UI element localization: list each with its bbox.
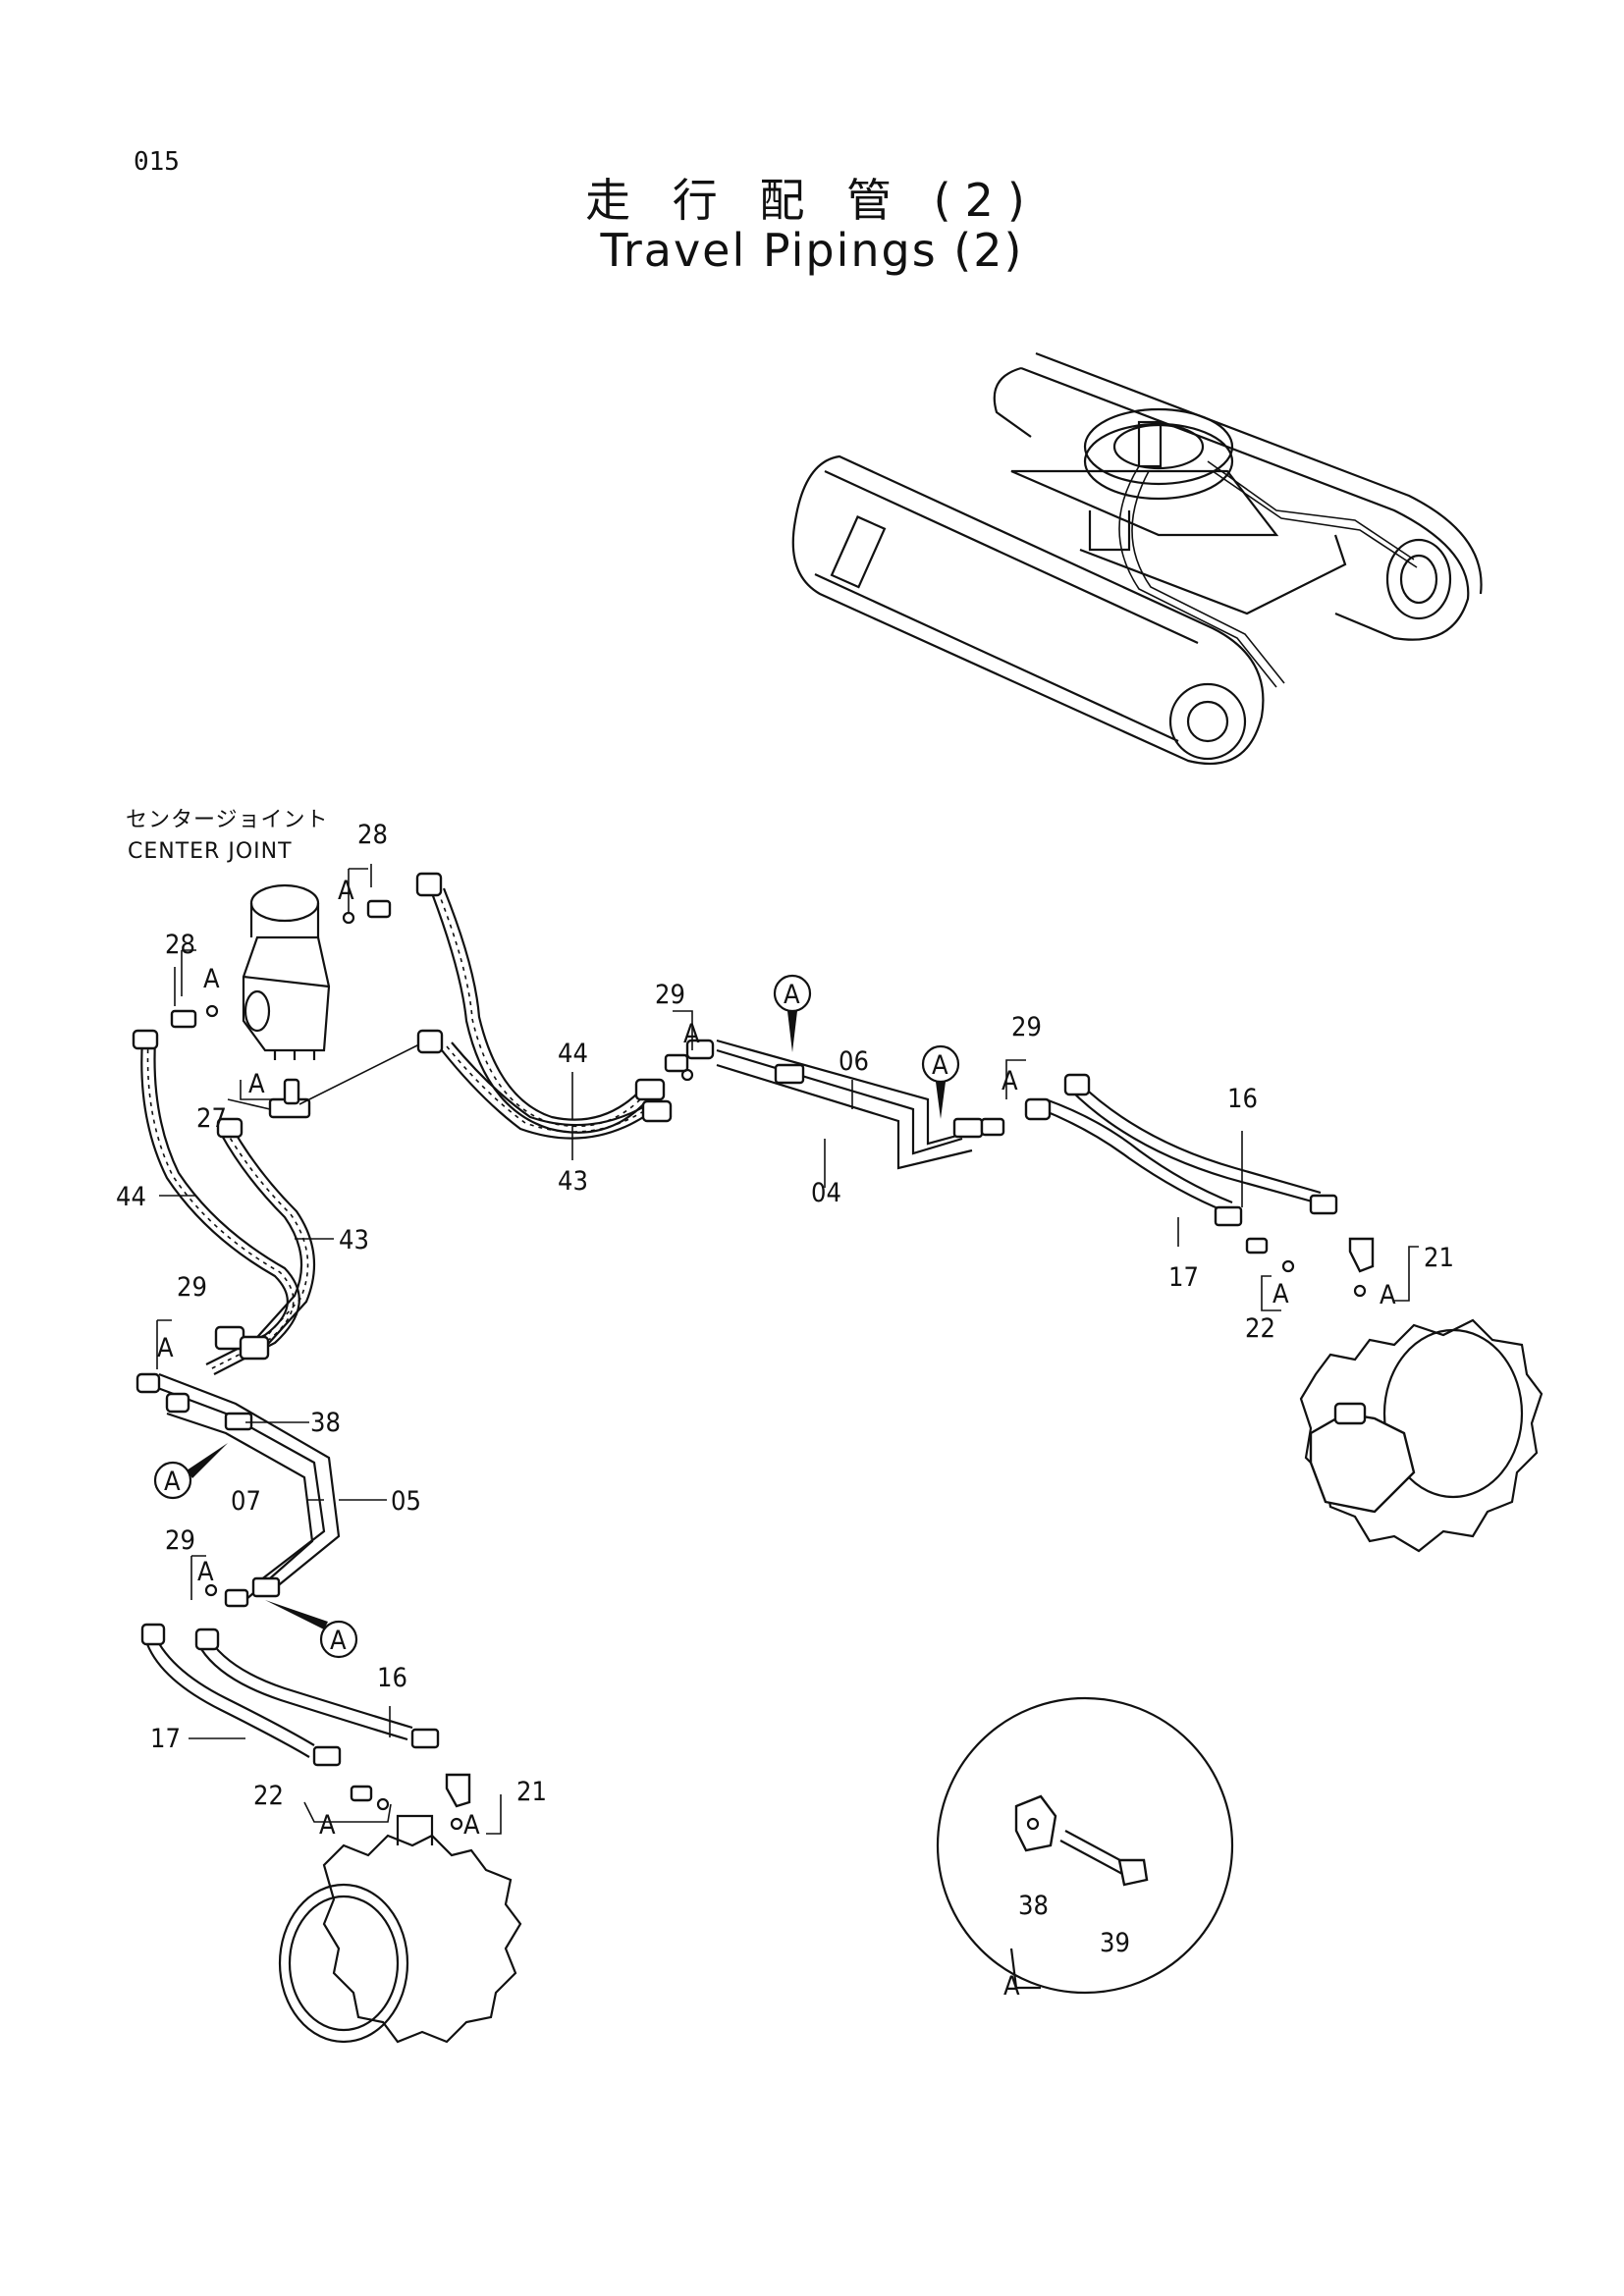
detail-markers: A A A A <box>153 974 960 1659</box>
label-16-right: 16 <box>1227 1084 1258 1114</box>
label-44-left: 44 <box>116 1182 146 1212</box>
label-21-left: 21 <box>516 1777 547 1807</box>
title-japanese: 走 行 配 管 (2) <box>585 174 1039 227</box>
label-07: 07 <box>231 1486 261 1517</box>
bracket-a-28-top: A <box>338 876 354 906</box>
label-44-mid: 44 <box>558 1039 588 1069</box>
marker-a-4: A <box>330 1626 347 1656</box>
detail-label-38: 38 <box>1018 1891 1049 1921</box>
bracket-a-22-right: A <box>1272 1279 1289 1309</box>
machine-overview <box>791 351 1483 766</box>
label-43-left: 43 <box>339 1225 369 1255</box>
label-21-right: 21 <box>1424 1243 1454 1273</box>
label-43-mid: 43 <box>558 1166 588 1197</box>
bracket-a-27: A <box>248 1069 265 1099</box>
detail-label-a: A <box>1003 1971 1020 2002</box>
marker-a-1: A <box>784 980 800 1010</box>
bracket-a-28-left: A <box>203 964 220 994</box>
label-17-right: 17 <box>1168 1262 1199 1293</box>
left-hoses-16-17 <box>140 1623 522 2044</box>
bracket-a-29-right: A <box>1001 1066 1018 1096</box>
left-hoses-44-43 <box>132 1004 444 1375</box>
label-29-left: 29 <box>177 1272 207 1303</box>
leader-lines <box>159 864 1243 1739</box>
bracket-a-21-left: A <box>463 1810 480 1841</box>
label-28-top: 28 <box>357 820 388 850</box>
label-05: 05 <box>391 1486 421 1517</box>
label-16-left: 16 <box>377 1663 407 1693</box>
label-06: 06 <box>839 1046 869 1077</box>
right-pipes-06-04 <box>664 1039 1005 1170</box>
center-joint-assembly: センタージョイント CENTER JOINT <box>126 808 331 1060</box>
label-17-left: 17 <box>150 1724 181 1754</box>
part-number-labels: 28 28 27 44 43 29 38 07 05 29 16 17 22 2… <box>116 820 1454 1811</box>
marker-a-2: A <box>932 1050 948 1081</box>
marker-a-3: A <box>164 1467 181 1497</box>
label-29-lower: 29 <box>165 1525 195 1556</box>
bracket-a-labels: A A A A A A A A A A A <box>156 868 1419 1841</box>
label-04: 04 <box>811 1178 841 1208</box>
label-29-right: 29 <box>1011 1012 1042 1042</box>
center-joint-label-jp: センタージョイント <box>126 808 329 832</box>
bracket-a-21-right: A <box>1380 1280 1396 1310</box>
bracket-a-29-left: A <box>157 1333 174 1363</box>
middle-hoses-44-43 <box>342 872 673 1140</box>
detail-label-39: 39 <box>1100 1928 1130 1958</box>
left-pipes-07-05 <box>135 1372 341 1608</box>
detail-a-circle: 38 39 A <box>936 1696 1234 2002</box>
center-joint-label-en: CENTER JOINT <box>128 839 293 864</box>
bracket-a-22-left: A <box>319 1810 336 1841</box>
right-hoses-16-17 <box>1024 1073 1543 1553</box>
page-number: 015 <box>134 147 180 177</box>
label-38: 38 <box>310 1408 341 1438</box>
label-29-mid: 29 <box>655 980 685 1010</box>
bracket-a-29-lower: A <box>197 1557 214 1587</box>
label-22-right: 22 <box>1245 1313 1275 1344</box>
label-22-left: 22 <box>253 1781 284 1811</box>
label-27: 27 <box>196 1103 227 1134</box>
title-english: Travel Pipings (2) <box>600 224 1024 277</box>
label-28-left: 28 <box>165 930 195 960</box>
bracket-a-29-mid: A <box>683 1019 700 1049</box>
